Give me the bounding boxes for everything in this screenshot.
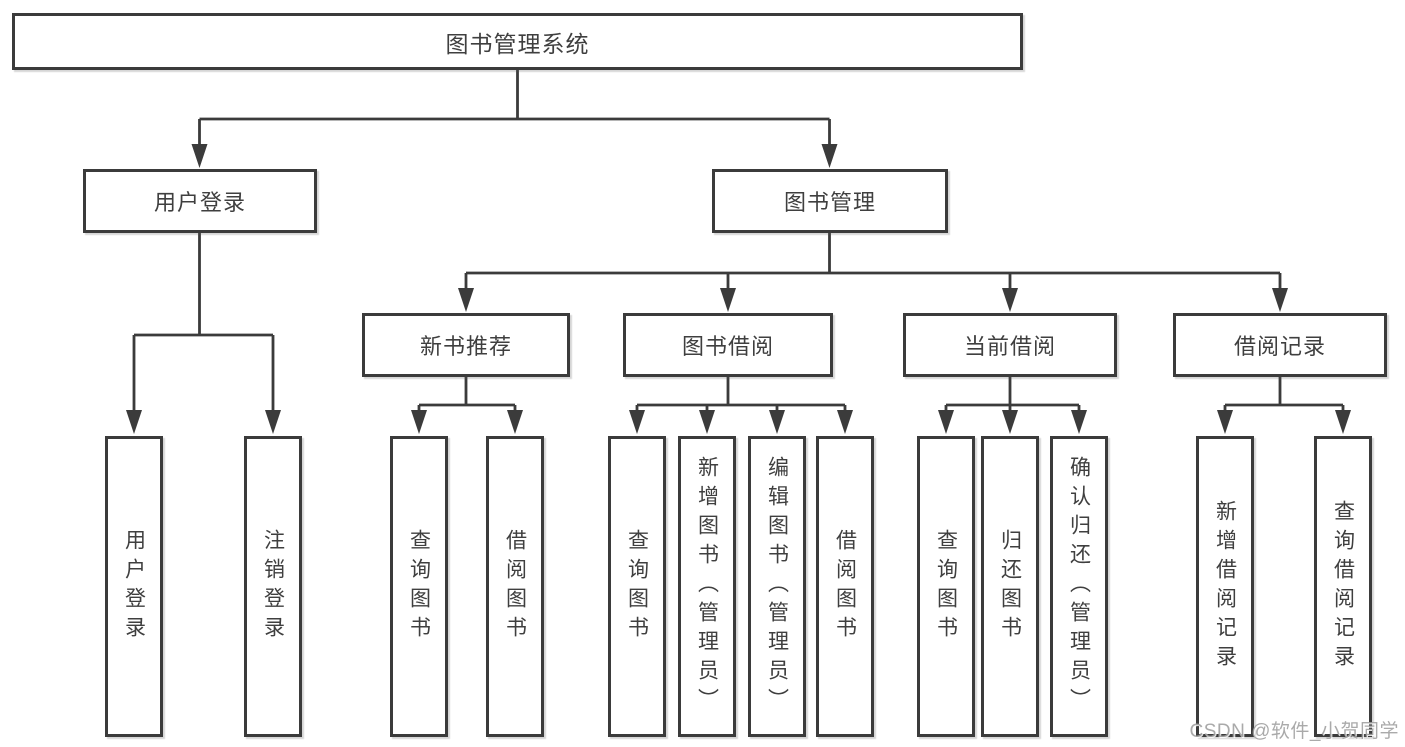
leaf-edit-book-admin: 编辑图书（管理员） [748, 436, 806, 737]
leaf-user-login: 用户登录 [105, 436, 163, 737]
connector-newbook-to-leaves [417, 377, 517, 414]
leaf-borrow-books-recommend: 借阅图书 [486, 436, 544, 737]
connector-userlogin-to-leaves [132, 233, 275, 414]
leaf-return-books: 归还图书 [981, 436, 1039, 737]
node-user-login: 用户登录 [83, 169, 317, 233]
leaf-confirm-return-admin: 确认归还（管理员） [1050, 436, 1108, 737]
node-current-borrow: 当前借阅 [903, 313, 1117, 377]
leaf-borrow-books: 借阅图书 [816, 436, 874, 737]
node-new-book-recommend: 新书推荐 [362, 313, 570, 377]
node-book-management: 图书管理 [712, 169, 948, 233]
leaf-query-books-current: 查询图书 [917, 436, 975, 737]
arrowheads [126, 144, 1351, 434]
leaf-add-book-admin: 新增图书（管理员） [678, 436, 736, 737]
node-book-borrow: 图书借阅 [623, 313, 833, 377]
connector-bookborrow-to-leaves [635, 377, 847, 414]
connector-bookmgmt-to-level3 [464, 233, 1282, 293]
leaf-query-books-recommend: 查询图书 [390, 436, 448, 737]
leaf-add-borrow-record: 新增借阅记录 [1196, 436, 1254, 737]
node-root-system: 图书管理系统 [12, 13, 1023, 70]
leaf-query-borrow-record: 查询借阅记录 [1314, 436, 1372, 737]
node-borrow-records: 借阅记录 [1173, 313, 1387, 377]
leaf-logout: 注销登录 [244, 436, 302, 737]
watermark: CSDN @软件_小贺同学 [1189, 721, 1399, 742]
connector-currentborrow-to-leaves [944, 377, 1081, 414]
connector-root-to-level2 [198, 68, 831, 150]
connector-borrowrecords-to-leaves [1223, 377, 1345, 414]
leaf-query-books-borrow: 查询图书 [608, 436, 666, 737]
